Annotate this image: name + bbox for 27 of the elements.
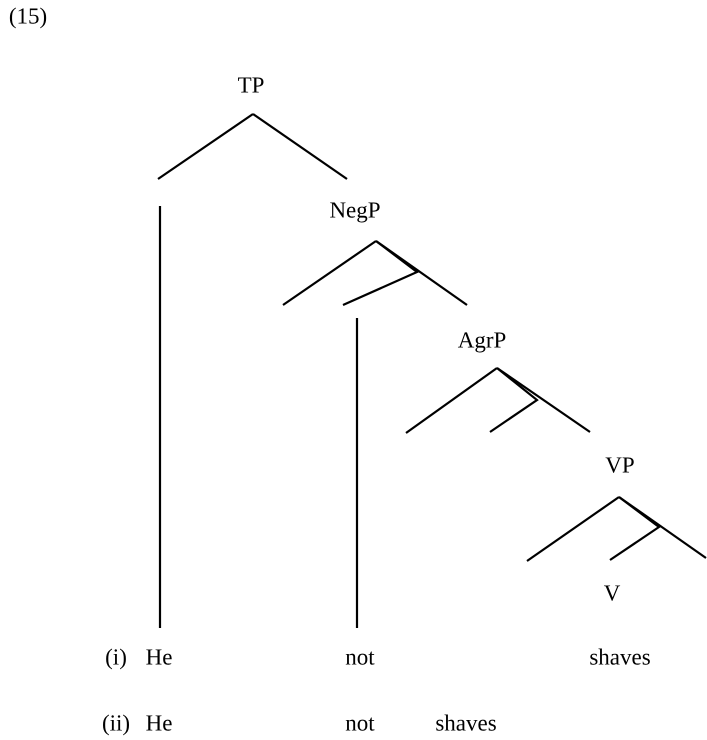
word: shaves bbox=[435, 710, 497, 736]
tree-branch bbox=[405, 367, 498, 434]
word: not bbox=[345, 710, 375, 736]
tree-branch bbox=[342, 240, 420, 306]
tree-branch bbox=[252, 113, 348, 180]
tree-branch bbox=[496, 367, 591, 433]
tree-branch bbox=[526, 496, 620, 562]
word: He bbox=[146, 710, 172, 736]
row-number: (i) bbox=[105, 644, 127, 670]
association-line bbox=[158, 206, 162, 628]
row-number: (ii) bbox=[102, 710, 130, 736]
word: not bbox=[345, 644, 375, 670]
word: He bbox=[146, 644, 172, 670]
category-label: TP bbox=[238, 72, 264, 98]
tree-branch bbox=[282, 240, 377, 306]
tree-branch bbox=[489, 367, 539, 433]
example-number: (15) bbox=[8, 3, 48, 29]
category-label: AgrP bbox=[458, 327, 506, 353]
tree-branch bbox=[618, 496, 707, 559]
category-label: VP bbox=[605, 452, 635, 478]
word: shaves bbox=[589, 644, 651, 670]
category-label: V bbox=[604, 580, 620, 606]
association-line bbox=[356, 318, 358, 628]
category-label: NegP bbox=[329, 197, 381, 223]
tree-branch bbox=[375, 240, 468, 306]
tree-branch bbox=[157, 113, 254, 180]
tree-branch bbox=[609, 496, 661, 561]
